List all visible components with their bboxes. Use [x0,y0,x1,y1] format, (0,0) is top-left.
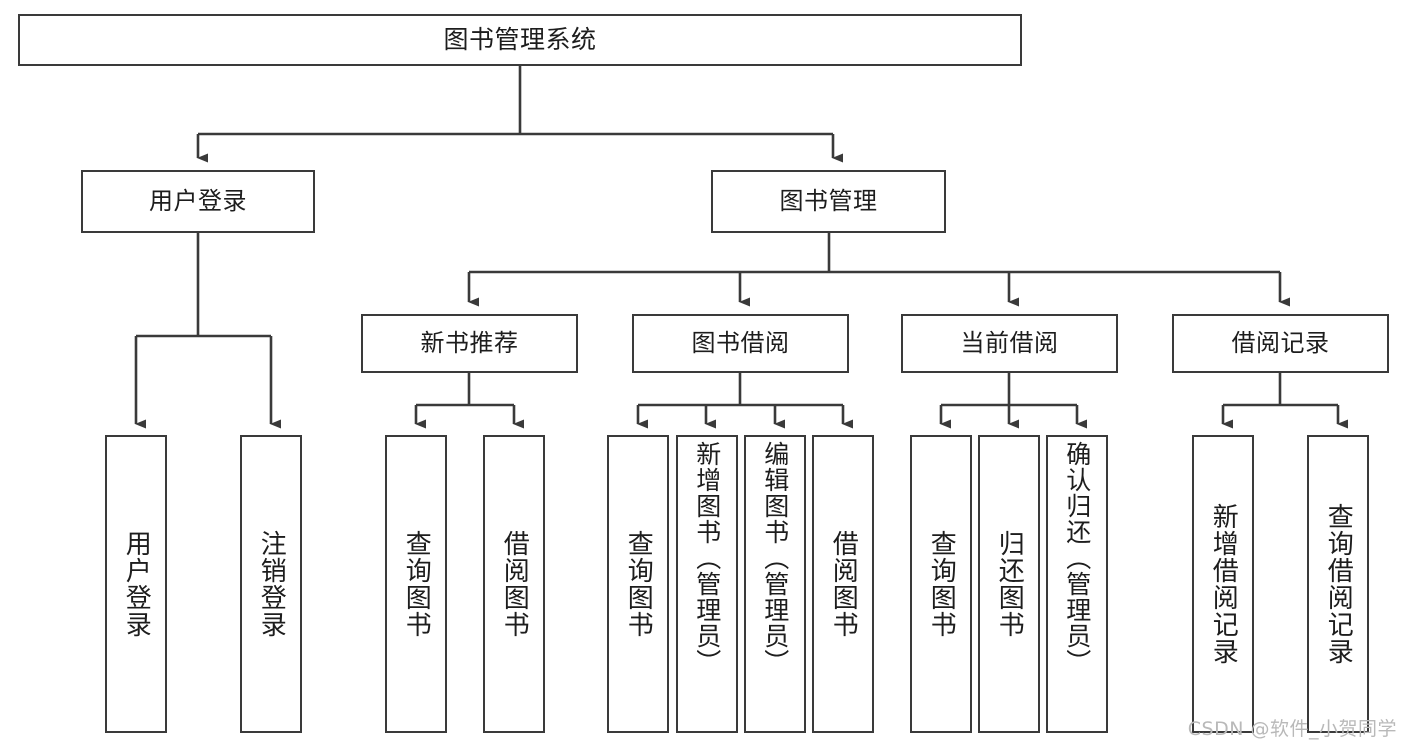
node-label: 借阅记录 [1231,329,1330,358]
leaf-current-query-books[interactable]: 查询图书 [910,435,972,733]
node-label: 注销登录 [256,530,287,638]
node-label: 借阅图书 [828,530,859,638]
node-label: 编辑图书（管理员） [760,441,790,675]
csdn-watermark: CSDN @软件_小贺同学 [1187,718,1397,740]
leaf-current-confirm-return-admin[interactable]: 确认归还（管理员） [1046,435,1108,733]
node-label: 新增图书（管理员） [692,441,722,675]
leaf-new-book-borrow-books[interactable]: 借阅图书 [483,435,545,733]
node-label: 新增借阅记录 [1208,503,1239,665]
node-label: 确认归还（管理员） [1062,441,1092,675]
leaf-borrow-edit-book-admin[interactable]: 编辑图书（管理员） [744,435,806,733]
node-book-management[interactable]: 图书管理 [711,170,946,233]
leaf-borrow-add-book-admin[interactable]: 新增图书（管理员） [676,435,738,733]
node-label: 查询借阅记录 [1323,503,1354,665]
leaf-borrow-query-books[interactable]: 查询图书 [607,435,669,733]
node-borrow-records[interactable]: 借阅记录 [1172,314,1389,373]
node-label: 归还图书 [994,530,1025,638]
node-label: 图书管理 [779,187,878,216]
leaf-user-login-logout[interactable]: 注销登录 [240,435,302,733]
leaf-user-login-signin[interactable]: 用户登录 [105,435,167,733]
node-label: 新书推荐 [420,329,519,358]
leaf-borrow-borrow-books[interactable]: 借阅图书 [812,435,874,733]
node-user-login[interactable]: 用户登录 [81,170,315,233]
node-label: 当前借阅 [960,329,1059,358]
leaf-records-add-record[interactable]: 新增借阅记录 [1192,435,1254,733]
leaf-records-query-record[interactable]: 查询借阅记录 [1307,435,1369,733]
leaf-new-book-query-books[interactable]: 查询图书 [385,435,447,733]
node-book-management-system[interactable]: 图书管理系统 [18,14,1022,66]
node-label: 用户登录 [121,530,152,638]
node-label: 图书借阅 [691,329,790,358]
node-label: 查询图书 [926,530,957,638]
node-label: 查询图书 [623,530,654,638]
node-label: 图书管理系统 [443,25,597,55]
node-new-book-recommendation[interactable]: 新书推荐 [361,314,578,373]
leaf-current-return-books[interactable]: 归还图书 [978,435,1040,733]
node-label: 用户登录 [149,187,247,216]
node-current-borrow[interactable]: 当前借阅 [901,314,1118,373]
node-book-borrow[interactable]: 图书借阅 [632,314,849,373]
node-label: 借阅图书 [499,530,530,638]
node-label: 查询图书 [401,530,432,638]
